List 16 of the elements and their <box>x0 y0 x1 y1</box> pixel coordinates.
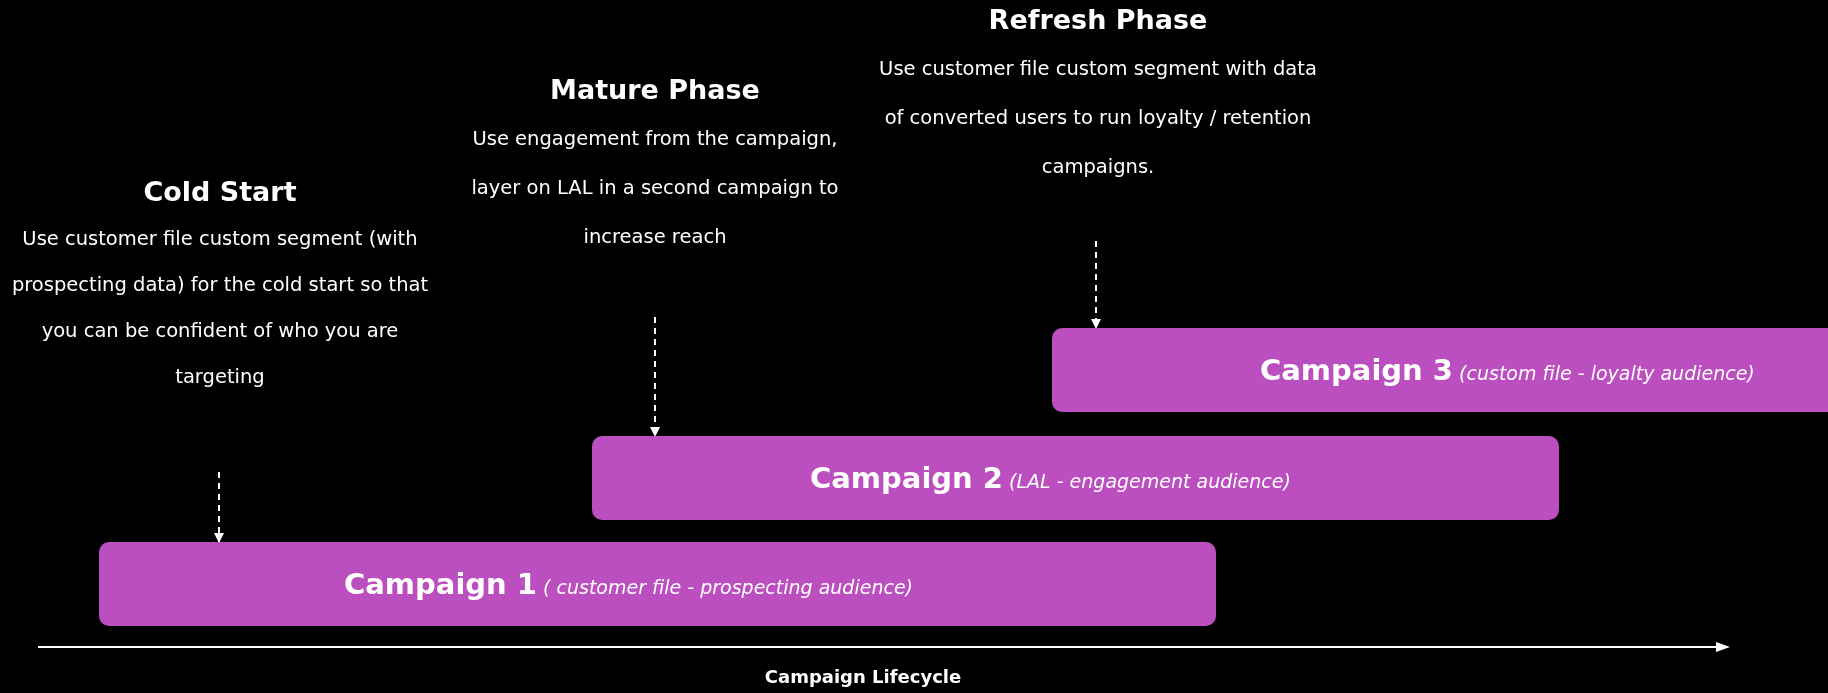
dashed-arrow <box>1091 240 1101 329</box>
phase-heading: Cold Start <box>143 175 297 209</box>
dashed-arrow <box>214 471 224 543</box>
axis-label: Campaign Lifecycle <box>764 666 962 687</box>
phase-description: Use customer file custom segment (with prospecting data) for the cold start so that you can be confident of who you are targeting <box>10 226 430 390</box>
campaign-bar <box>1052 328 1828 412</box>
phase-heading: Refresh Phase <box>988 3 1208 37</box>
campaign-bar <box>592 436 1559 520</box>
campaign-label: Campaign 3 (custom file - loyalty audience) <box>1260 353 1755 387</box>
campaign-label: Campaign 1 ( customer file - prospecting audience) <box>344 567 913 601</box>
dashed-arrow <box>650 316 660 437</box>
phase-heading: Mature Phase <box>550 73 760 107</box>
phase-description: Use engagement from the campaign, layer on LAL in a second campaign to increase reach <box>470 126 840 250</box>
campaign-bar <box>99 542 1216 626</box>
phase-description: Use customer file custom segment with data of converted users to run loyalty / retention campaigns. <box>878 56 1318 180</box>
campaign-label: Campaign 2 (LAL - engagement audience) <box>810 461 1291 495</box>
